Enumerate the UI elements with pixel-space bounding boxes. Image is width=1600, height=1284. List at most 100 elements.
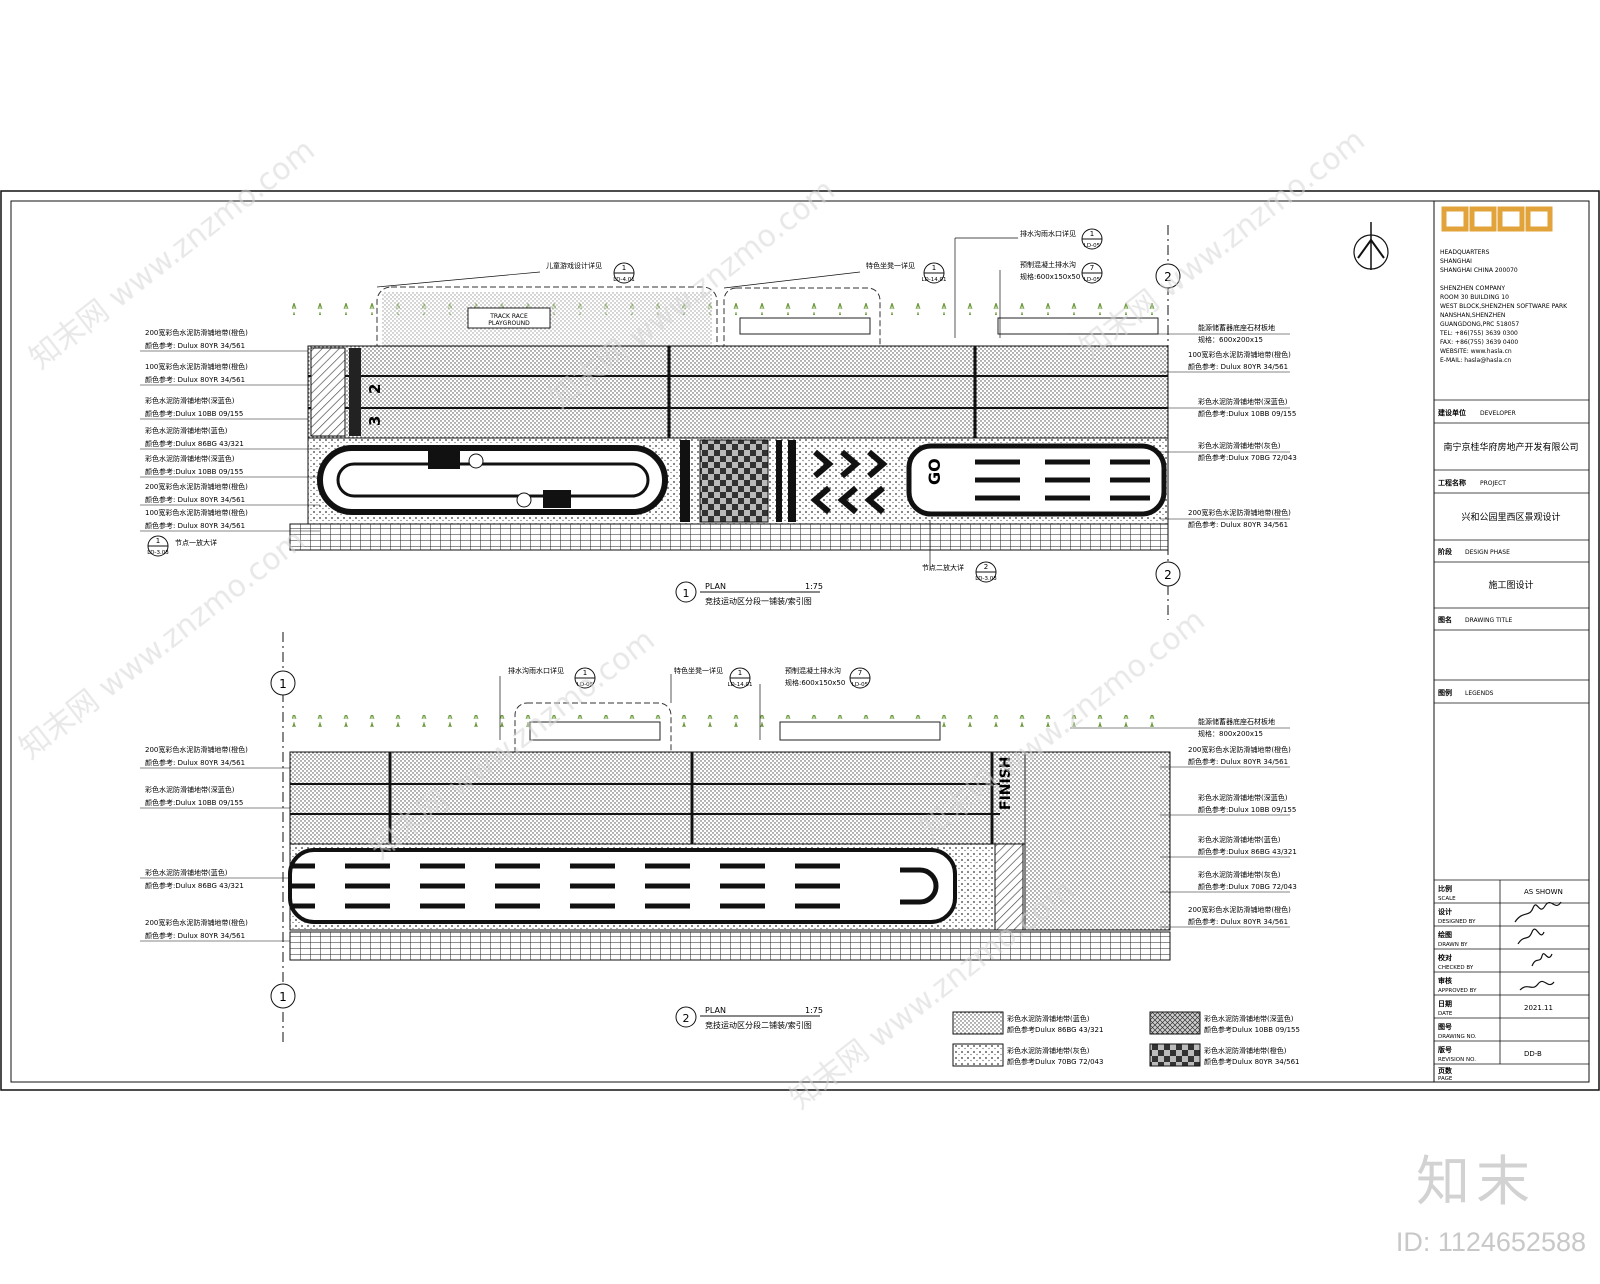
section-mark-a: 2 (1164, 270, 1172, 284)
developer-name: 南宁京桂华府房地产开发有限公司 (1443, 441, 1578, 453)
svg-text:节点二放大详: 节点二放大详 (922, 563, 964, 572)
lane-2: 2 (366, 384, 384, 394)
svg-text:200宽彩色水泥防滑铺地带(橙色): 200宽彩色水泥防滑铺地带(橙色) (1188, 905, 1291, 914)
svg-text:PLAN: PLAN (705, 582, 726, 591)
oval-track-1b (906, 443, 1167, 517)
stair-edge-1 (289, 523, 1169, 551)
svg-text:颜色参考: Dulux 80YR 34/561: 颜色参考: Dulux 80YR 34/561 (145, 495, 245, 504)
finish-glyph: FINISH (998, 757, 1014, 811)
svg-text:颜色参考: Dulux 80YR 34/561: 颜色参考: Dulux 80YR 34/561 (1188, 520, 1288, 529)
note-l1-0: 200宽彩色水泥防滑铺地带(橙色) 颜色参考: Dulux 80YR 34/561 (140, 328, 308, 352)
finish-hatch-2 (994, 843, 1024, 931)
svg-text:彩色水泥防滑铺地带(蓝色): 彩色水泥防滑铺地带(蓝色) (145, 868, 228, 877)
svg-text:LD-05: LD-05 (852, 682, 869, 688)
svg-text:200宽彩色水泥防滑铺地带(橙色): 200宽彩色水泥防滑铺地带(橙色) (145, 918, 248, 927)
section-mark-b: 2 (1164, 568, 1172, 582)
svg-text:彩色水泥防滑铺地带(蓝色): 彩色水泥防滑铺地带(蓝色) (1007, 1014, 1090, 1023)
dash-lines-1 (975, 459, 1150, 501)
svg-text:竞技运动区分段一铺装/索引图: 竞技运动区分段一铺装/索引图 (705, 596, 812, 606)
svg-text:颜色参考: Dulux 80YR 34/561: 颜色参考: Dulux 80YR 34/561 (1188, 362, 1288, 371)
note-l1-6: 100宽彩色水泥防滑铺地带(橙色)颜色参考: Dulux 80YR 34/561 (140, 508, 320, 532)
checker-signature (1531, 953, 1553, 967)
svg-text:彩色水泥防滑铺地带(灰色): 彩色水泥防滑铺地带(灰色) (1198, 870, 1281, 879)
svg-text:颜色参考:Dulux 86BG 43/321: 颜色参考:Dulux 86BG 43/321 (145, 881, 244, 890)
svg-text:彩色水泥防滑铺地带(蓝色): 彩色水泥防滑铺地带(蓝色) (1198, 835, 1281, 844)
svg-text:彩色水泥防滑铺地带(橙色): 彩色水泥防滑铺地带(橙色) (1204, 1046, 1287, 1055)
note-l1-5: 200宽彩色水泥防滑铺地带(橙色)颜色参考: Dulux 80YR 34/561 (140, 482, 320, 506)
note-r1-2: 彩色水泥防滑铺地带(深蓝色) 颜色参考:Dulux 10BB 09/155 (1100, 397, 1296, 418)
svg-text:规格:600x150x50: 规格:600x150x50 (1020, 272, 1080, 281)
plan-1: TRACK RACE PLAYGROUND 2 3 GO (289, 286, 1169, 551)
svg-text:LD-14.01: LD-14.01 (727, 682, 752, 688)
svg-text:颜色参考:Dulux 10BB 09/155: 颜色参考:Dulux 10BB 09/155 (145, 467, 243, 476)
svg-text:规格:600x150x50: 规格:600x150x50 (785, 678, 845, 687)
svg-text:颜色参考:Dulux 10BB 09/155: 颜色参考:Dulux 10BB 09/155 (1198, 409, 1296, 418)
grass-strip-2 (292, 715, 1162, 727)
bench-1a (739, 317, 871, 335)
drawer-signature (1517, 928, 1545, 945)
svg-text:排水沟雨水口详见: 排水沟雨水口详见 (508, 666, 564, 675)
svg-text:颜色参考: Dulux 80YR 34/561: 颜色参考: Dulux 80YR 34/561 (145, 341, 245, 350)
svg-text:儿童游戏设计详见: 儿童游戏设计详见 (546, 261, 602, 270)
svg-text:2: 2 (683, 1012, 690, 1025)
svg-text:200宽彩色水泥防滑铺地带(橙色): 200宽彩色水泥防滑铺地带(橙色) (1188, 745, 1291, 754)
svg-text:1: 1 (622, 264, 626, 272)
svg-text:LD-3.03: LD-3.03 (975, 576, 997, 582)
svg-text:200宽彩色水泥防滑铺地带(橙色): 200宽彩色水泥防滑铺地带(橙色) (145, 328, 248, 337)
svg-text:E-MAIL: hasla@hasla.cn: E-MAIL: hasla@hasla.cn (1440, 357, 1511, 364)
svg-text:颜色参考:Dulux 86BG 43/321: 颜色参考:Dulux 86BG 43/321 (145, 439, 244, 448)
section-marks-2: 1 1 (270, 632, 296, 1045)
chevrons-bottom (810, 485, 885, 515)
svg-text:AS SHOWN: AS SHOWN (1524, 888, 1563, 896)
dash-lines-2 (290, 863, 840, 909)
svg-text:SHANGHAI: SHANGHAI (1440, 258, 1472, 265)
svg-text:2: 2 (984, 563, 988, 571)
svg-text:图例: 图例 (1438, 688, 1452, 697)
svg-text:1: 1 (683, 587, 690, 600)
svg-text:颜色参考: Dulux 80YR 34/561: 颜色参考: Dulux 80YR 34/561 (1188, 917, 1288, 926)
svg-text:颜色参考:Dulux 10BB 09/155: 颜色参考:Dulux 10BB 09/155 (145, 409, 243, 418)
svg-text:彩色水泥防滑铺地带(灰色): 彩色水泥防滑铺地带(灰色) (1198, 441, 1281, 450)
svg-text:颜色参考: Dulux 80YR 34/561: 颜色参考: Dulux 80YR 34/561 (145, 931, 245, 940)
svg-text:彩色水泥防滑铺地带(蓝色): 彩色水泥防滑铺地带(蓝色) (145, 426, 228, 435)
svg-text:竞技运动区分段二铺装/索引图: 竞技运动区分段二铺装/索引图 (705, 1020, 812, 1030)
note-l1-4: 彩色水泥防滑铺地带(深蓝色) 颜色参考:Dulux 10BB 09/155 (140, 454, 320, 478)
svg-text:特色坐凳一详见: 特色坐凳一详见 (866, 261, 915, 270)
svg-text:排水沟雨水口详见: 排水沟雨水口详见 (1020, 229, 1076, 238)
svg-text:DESIGNED BY: DESIGNED BY (1438, 919, 1476, 925)
firm-logo (1441, 206, 1553, 232)
svg-text:版号: 版号 (1438, 1045, 1452, 1054)
start-hatch-1 (310, 347, 346, 437)
project-name: 兴和公园里西区景观设计 (1461, 511, 1560, 523)
svg-text:颜色参考:Dulux 86BG 43/321: 颜色参考:Dulux 86BG 43/321 (1198, 847, 1297, 856)
north-arrow-icon (1353, 222, 1389, 270)
svg-text:比例: 比例 (1438, 884, 1452, 893)
chevrons-top (813, 449, 888, 479)
svg-text:校对: 校对 (1438, 953, 1452, 962)
playground-sign (467, 307, 551, 329)
svg-text:ROOM 30 BUILDING 10: ROOM 30 BUILDING 10 (1440, 294, 1509, 301)
outer-frame (0, 190, 1600, 1091)
note-l1-1: 100宽彩色水泥防滑铺地带(橙色)颜色参考: Dulux 80YR 34/561 (140, 362, 308, 386)
svg-text:200宽彩色水泥防滑铺地带(橙色): 200宽彩色水泥防滑铺地带(橙色) (1188, 508, 1291, 517)
svg-text:SHENZHEN COMPANY: SHENZHEN COMPANY (1440, 285, 1505, 292)
svg-text:彩色水泥防滑铺地带(深蓝色): 彩色水泥防滑铺地带(深蓝色) (1198, 397, 1288, 406)
svg-text:预制混凝土排水沟: 预制混凝土排水沟 (785, 666, 841, 675)
designer-signature (1514, 901, 1562, 923)
note-l2-2: 彩色水泥防滑铺地带(蓝色) 颜色参考:Dulux 86BG 43/321 (140, 868, 290, 890)
svg-text:PAGE: PAGE (1438, 1076, 1453, 1082)
playground-outline (376, 286, 718, 360)
svg-text:DATE: DATE (1438, 1011, 1453, 1017)
lane-block-1 (349, 348, 361, 436)
note-l2-0: 200宽彩色水泥防滑铺地带(橙色)颜色参考: Dulux 80YR 34/561 (140, 745, 290, 769)
svg-text:100宽彩色水泥防滑铺地带(橙色): 100宽彩色水泥防滑铺地带(橙色) (145, 362, 248, 371)
svg-text:知末网 www.znzmo.com: 知末网 www.znzmo.com (23, 133, 321, 377)
svg-text:彩色水泥防滑铺地带(深蓝色): 彩色水泥防滑铺地带(深蓝色) (145, 454, 235, 463)
oval-inner-1 (336, 462, 650, 498)
bench-2b (779, 721, 941, 741)
svg-text:LEGENDS: LEGENDS (1465, 690, 1494, 697)
svg-text:LD-14.01: LD-14.01 (921, 277, 946, 283)
note-r2-3: 彩色水泥防滑铺地带(蓝色) 颜色参考:Dulux 86BG 43/321 (1160, 835, 1297, 858)
